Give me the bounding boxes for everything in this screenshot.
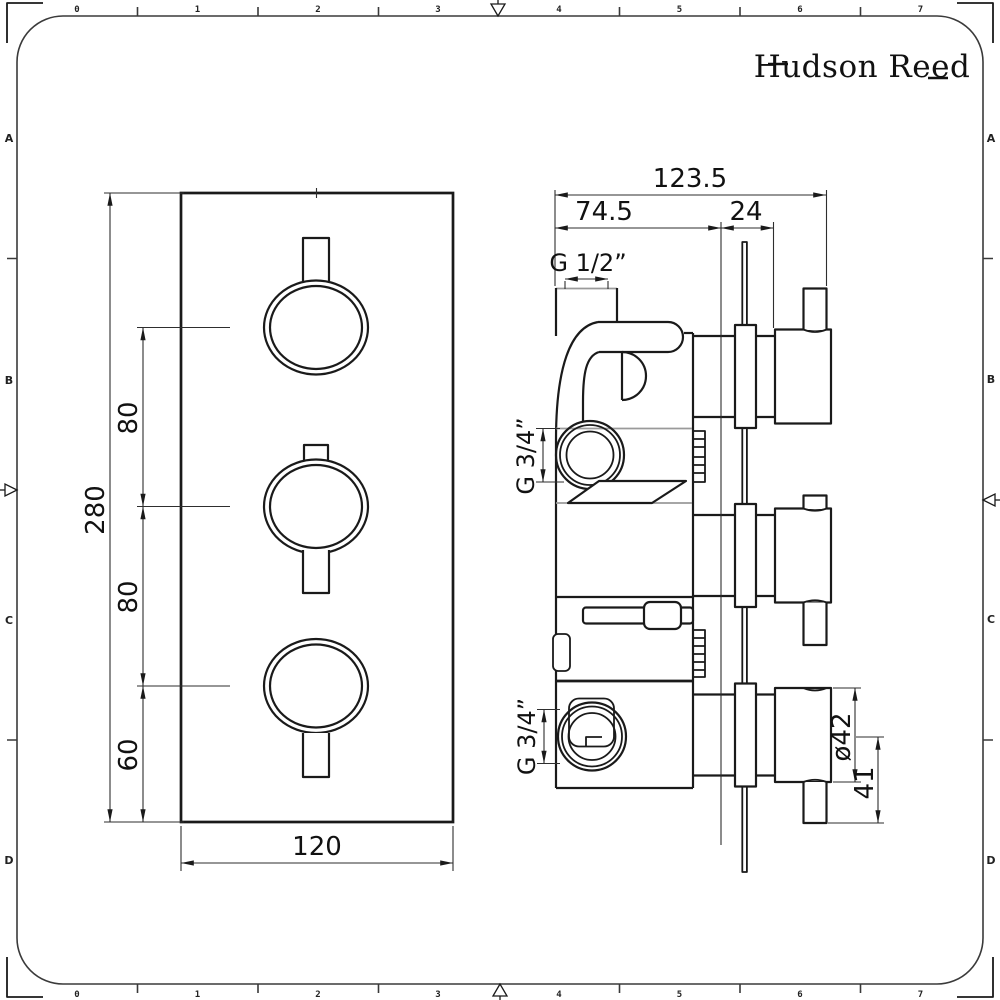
- row-letter: B: [987, 373, 995, 386]
- dim-label-top-inlet: G 1/2”: [549, 249, 626, 277]
- pipe-fitting: [642, 600, 683, 631]
- front-view: 280 80 80 60 120: [81, 188, 455, 871]
- ruler-number: 7: [918, 990, 923, 1000]
- knob1-handle-side: [802, 287, 828, 330]
- ruler-number: 1: [195, 5, 200, 15]
- knob2-side: [693, 494, 833, 647]
- ruler-number: 7: [918, 5, 923, 15]
- ruler-number: 5: [677, 5, 682, 15]
- row-letter: C: [987, 613, 995, 626]
- row-letter: A: [987, 132, 996, 145]
- dim-label-bottom-offset: 60: [114, 738, 144, 771]
- dim-label-plate-width: 120: [292, 832, 342, 862]
- ruler-numbers-top: 0 1 2 3 4 5 6 7: [74, 5, 923, 15]
- ruler-number: 4: [556, 990, 562, 1000]
- knob3-side: [693, 682, 833, 825]
- knob1-side: [693, 287, 833, 430]
- ruler-number: 1: [195, 990, 200, 1000]
- knob3-front: [262, 637, 370, 735]
- row-letters-left: A B C D: [4, 132, 13, 867]
- dim-label-body-depth: 74.5: [575, 197, 633, 227]
- knob2-stub-front: [302, 443, 330, 461]
- side-dimensions: 123.5 74.5 24 G 1/2” G 3/4” G 3/4” ø42 4…: [512, 164, 884, 845]
- brand-logo-text: Hudson Reed: [754, 49, 971, 85]
- corner-mark-top-left: [6, 2, 43, 43]
- dim-label-lower-port: G 3/4”: [513, 698, 541, 775]
- threaded-connector-upper: [692, 430, 706, 483]
- ruler-number: 4: [556, 5, 562, 15]
- corner-mark-bottom-right: [957, 957, 994, 998]
- dim-label-overall-depth: 123.5: [653, 164, 727, 194]
- dim-label-knob-diameter: ø42: [827, 713, 857, 762]
- inlet-elbow: [554, 287, 685, 441]
- upper-port: [554, 419, 626, 491]
- dim-label-spacing-lower: 80: [114, 580, 144, 613]
- side-view: 123.5 74.5 24 G 1/2” G 3/4” G 3/4” ø42 4…: [512, 164, 884, 873]
- knob2-handle-front: [301, 550, 331, 595]
- ruler-number: 6: [797, 990, 802, 1000]
- row-letters-right: A B C D: [986, 132, 995, 867]
- ruler-number: 2: [315, 5, 320, 15]
- body-tab: [552, 633, 571, 672]
- ruler-number: 3: [435, 990, 440, 1000]
- knob1-front: [262, 279, 370, 376]
- knob3-handle-side: [802, 782, 828, 825]
- knob2-front: [262, 458, 370, 555]
- ruler-number: 5: [677, 990, 682, 1000]
- corner-mark-top-right: [957, 2, 994, 43]
- ruler-number: 0: [74, 5, 79, 15]
- ruler-number: 0: [74, 990, 79, 1000]
- ruler-number: 3: [435, 5, 440, 15]
- knob1-handle-front: [301, 236, 331, 284]
- row-letter: A: [5, 132, 14, 145]
- knob3-handle-front: [301, 733, 331, 779]
- ruler-ticks: [7, 7, 993, 993]
- ruler-number: 6: [797, 5, 802, 15]
- dim-label-handle-projection: 41: [850, 766, 880, 799]
- row-letter: D: [4, 854, 13, 867]
- front-dimensions: 280 80 80 60 120: [81, 192, 454, 871]
- row-letter: D: [986, 854, 995, 867]
- knob2-handle-side: [802, 602, 828, 647]
- brand-logo: Hudson Reed: [754, 49, 971, 85]
- chamfer-ledge: [566, 479, 688, 505]
- row-letter: C: [5, 614, 13, 627]
- valve-body: [552, 331, 706, 790]
- ruler-numbers-bottom: 0 1 2 3 4 5 6 7: [74, 990, 923, 1000]
- dim-label-trim-depth: 24: [729, 197, 762, 227]
- knob2-stub-side: [802, 494, 828, 509]
- dim-label-spacing-upper: 80: [114, 401, 144, 434]
- corner-mark-bottom-left: [6, 957, 43, 998]
- dim-label-upper-port: G 3/4”: [512, 417, 540, 494]
- dim-label-overall-height: 280: [81, 485, 111, 535]
- lower-port: [556, 697, 628, 772]
- row-letter: B: [5, 374, 13, 387]
- threaded-connector-lower: [692, 629, 706, 678]
- ruler-number: 2: [315, 990, 320, 1000]
